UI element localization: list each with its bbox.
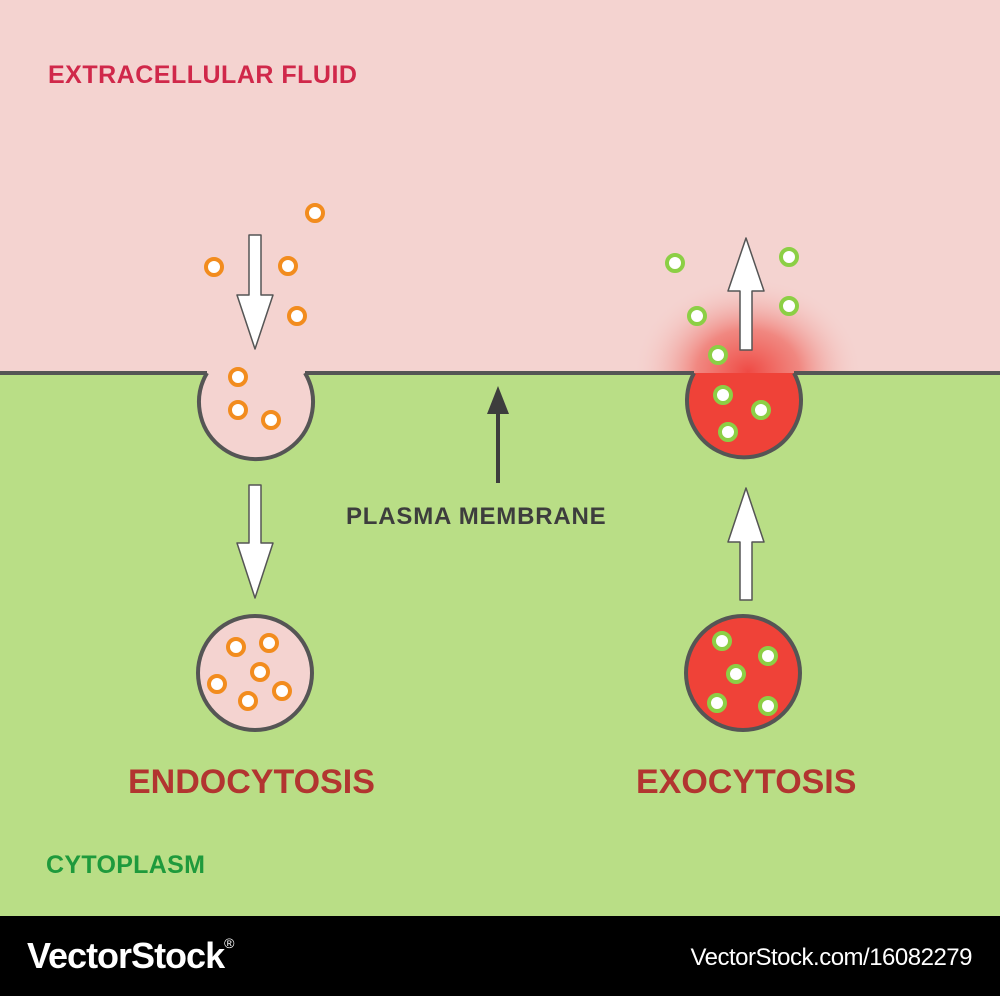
green-ring-particle	[665, 253, 685, 273]
orange-ring-particle	[305, 203, 325, 223]
endocytosis-title: ENDOCYTOSIS	[128, 763, 375, 801]
orange-ring-particle	[272, 681, 292, 701]
orange-ring-particle	[226, 637, 246, 657]
orange-ring-particle	[261, 410, 281, 430]
green-ring-particle	[708, 345, 728, 365]
green-ring-particle	[779, 296, 799, 316]
green-ring-particle	[758, 646, 778, 666]
orange-ring-particle	[278, 256, 298, 276]
green-ring-particle	[751, 400, 771, 420]
green-ring-particle	[707, 693, 727, 713]
cytoplasm-label: CYTOPLASM	[46, 851, 206, 879]
green-ring-particle	[687, 306, 707, 326]
vectorstock-logo: VectorStock®	[27, 935, 234, 977]
registered-mark: ®	[224, 935, 234, 951]
membrane-pointer-head	[487, 386, 509, 414]
orange-ring-particle	[228, 367, 248, 387]
green-ring-particle	[713, 385, 733, 405]
extracellular-fluid-region	[0, 0, 1000, 373]
green-ring-particle	[712, 631, 732, 651]
endocytosis-arrow-down-top	[236, 234, 274, 350]
exocytosis-particles	[665, 247, 799, 716]
exocytosis-title: EXOCYTOSIS	[636, 763, 857, 801]
endocytosis-pocket	[199, 373, 313, 460]
orange-ring-particle	[228, 400, 248, 420]
green-ring-particle	[779, 247, 799, 267]
orange-ring-particle	[250, 662, 270, 682]
orange-ring-particle	[204, 257, 224, 277]
green-ring-particle	[758, 696, 778, 716]
extracellular-fluid-label: EXTRACELLULAR FLUID	[48, 61, 358, 89]
orange-ring-particle	[287, 306, 307, 326]
plasma-membrane-label: PLASMA MEMBRANE	[346, 503, 607, 530]
green-ring-particle	[726, 664, 746, 684]
image-id-url: VectorStock.com/16082279	[690, 944, 972, 971]
cytosis-diagram	[0, 0, 1000, 732]
exocytosis-arrow-up-top	[727, 237, 765, 351]
green-ring-particle	[718, 422, 738, 442]
orange-ring-particle	[259, 633, 279, 653]
endocytosis-pocket-outline	[197, 371, 315, 462]
exocytosis-arrow-up-bottom	[727, 487, 765, 601]
watermark-footer: VectorStock® VectorStock.com/16082279	[0, 916, 1000, 996]
brand-name: VectorStock	[27, 935, 225, 976]
orange-ring-particle	[238, 691, 258, 711]
orange-ring-particle	[207, 674, 227, 694]
endocytosis-particles	[204, 203, 325, 711]
endocytosis-arrow-down-bottom	[236, 484, 274, 599]
exocytosis-fusing-vesicle-outline	[685, 372, 803, 460]
